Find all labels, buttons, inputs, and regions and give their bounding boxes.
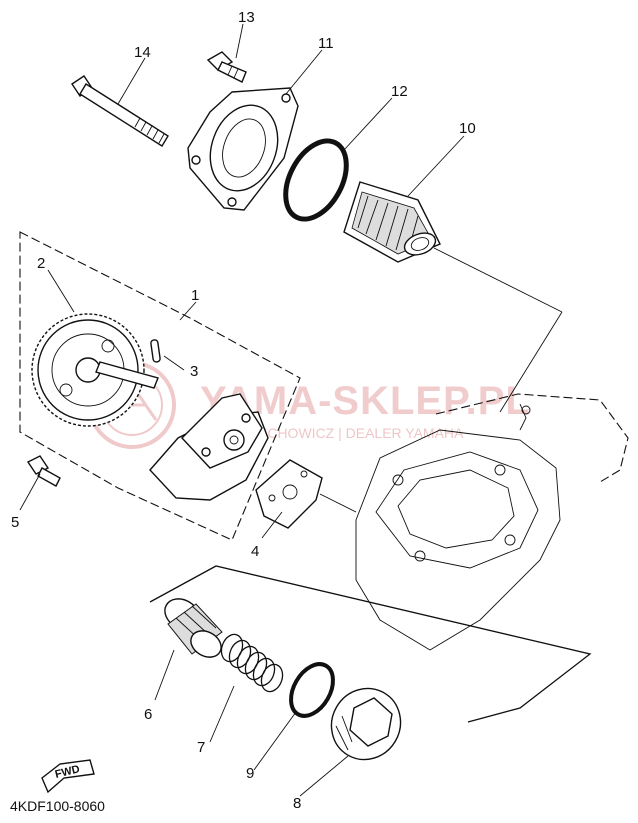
callout-1: 1 (191, 287, 199, 304)
leader-lines (19, 23, 563, 797)
crankcase-outline (355, 393, 629, 651)
callout-6: 6 (144, 706, 152, 723)
callout-10: 10 (459, 120, 476, 137)
callout-3: 3 (190, 363, 198, 380)
drain-plug (330, 687, 402, 761)
callout-13: 13 (238, 9, 255, 26)
callout-12: 12 (391, 83, 408, 100)
filter-o-ring (283, 138, 349, 222)
callout-5: 5 (11, 514, 19, 531)
dowel-pin (150, 339, 161, 363)
diagram-code: 4KDF100-8060 (10, 798, 105, 814)
strainer-group-outline (149, 565, 592, 723)
callout-labels: 1 2 3 4 5 6 7 8 9 10 11 12 13 14 (11, 9, 476, 812)
drain-plug-o-ring (289, 662, 335, 718)
callout-2: 2 (37, 255, 45, 272)
watermark: YAMA-SKLEP.PL ECHOWICZ | DEALER YAMAHA (88, 361, 530, 449)
oil-pump-drive-gear (31, 313, 159, 427)
callout-9: 9 (246, 765, 254, 782)
pump-screw (26, 455, 61, 487)
forward-label: FWD (54, 763, 81, 781)
callout-4: 4 (251, 543, 259, 560)
callout-7: 7 (197, 739, 205, 756)
oil-pump-housing (149, 393, 269, 501)
oil-filter-element (343, 181, 441, 263)
compression-spring (220, 633, 284, 693)
oil-strainer (164, 598, 223, 658)
callout-11: 11 (318, 35, 334, 52)
watermark-subtitle: ECHOWICZ | DEALER YAMAHA (258, 425, 464, 441)
short-bolt (206, 51, 247, 83)
oil-pump-assembly-outline (19, 231, 301, 541)
oil-filter-cover (187, 87, 299, 211)
oil-pump-gasket (255, 459, 323, 529)
callout-8: 8 (293, 795, 301, 812)
forward-arrow-icon: FWD (41, 759, 95, 794)
callout-14: 14 (134, 44, 151, 61)
long-bolt (71, 75, 169, 147)
